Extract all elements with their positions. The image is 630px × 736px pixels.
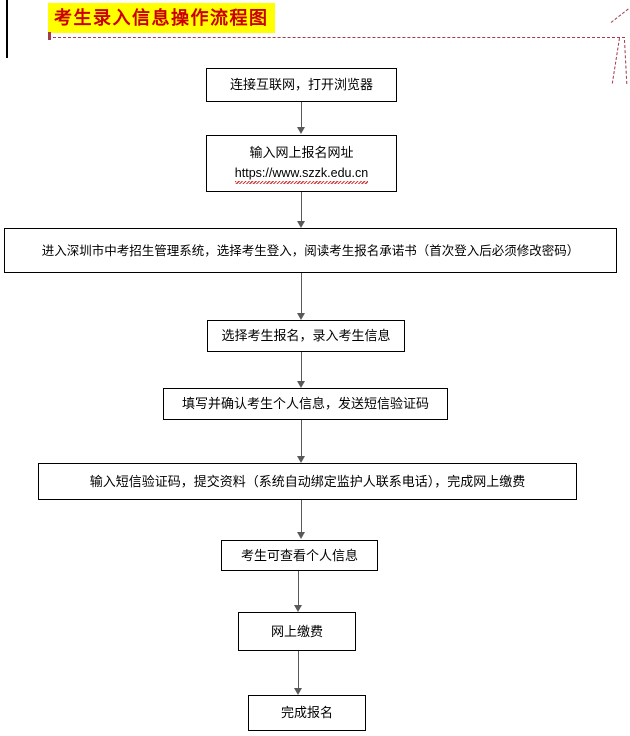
revision-dashed-vertical [611, 38, 620, 84]
flow-node-n9-label: 完成报名 [280, 705, 333, 720]
flow-edge-n4-n5-arrowhead [297, 381, 305, 388]
flow-node-n2-label: 输入网上报名网址 [249, 145, 354, 160]
flow-edge-n7-n8 [298, 571, 299, 606]
flow-edge-n6-n7 [301, 500, 302, 533]
left-margin-rule [6, 0, 8, 58]
revision-mark-icon [48, 32, 51, 40]
flow-node-n7[interactable]: 考生可查看个人信息 [221, 540, 378, 571]
flow-node-n2[interactable]: 输入网上报名网址 https://www.szzk.edu.cn [206, 135, 397, 192]
flow-node-n1-label: 连接互联网，打开浏览器 [229, 77, 373, 92]
flow-node-n3-label: 进入深圳市中考招生管理系统，选择考生登入，阅读考生报名承诺书（首次登入后必须修改… [41, 243, 580, 258]
flow-node-n8-label: 网上缴费 [270, 623, 323, 639]
flow-edge-n8-n9-arrowhead [294, 688, 302, 695]
flow-edge-n5-n6-arrowhead [297, 456, 305, 463]
flow-node-n2-url[interactable]: https://www.szzk.edu.cn [234, 163, 369, 184]
flow-node-n9[interactable]: 完成报名 [248, 695, 366, 731]
page-title: 考生录入信息操作流程图 [48, 3, 275, 33]
flow-node-n7-label: 考生可查看个人信息 [240, 547, 358, 563]
flow-edge-n6-n7-arrowhead [297, 532, 305, 539]
flow-edge-n3-n4 [301, 273, 302, 314]
flow-node-n4-label: 选择考生报名，录入考生信息 [221, 328, 391, 343]
flow-edge-n4-n5 [301, 352, 302, 382]
flow-node-n1[interactable]: 连接互联网，打开浏览器 [206, 68, 397, 102]
flow-edge-n5-n6 [301, 420, 302, 457]
flow-edge-n8-n9 [298, 651, 299, 689]
flow-edge-n2-n3-arrowhead [297, 221, 305, 228]
flow-node-n3[interactable]: 进入深圳市中考招生管理系统，选择考生登入，阅读考生报名承诺书（首次登入后必须修改… [4, 228, 617, 273]
flow-edge-n1-n2 [301, 102, 302, 128]
flow-node-n4[interactable]: 选择考生报名，录入考生信息 [207, 320, 405, 352]
revision-dashed-line [48, 37, 625, 38]
flow-edge-n1-n2-arrowhead [297, 127, 305, 134]
revision-dashed-diagonal [610, 8, 629, 23]
flow-edge-n7-n8-arrowhead [294, 605, 302, 612]
flow-node-n6[interactable]: 输入短信验证码，提交资料（系统自动绑定监护人联系电话），完成网上缴费 [38, 463, 577, 500]
flow-node-n5[interactable]: 填写并确认考生个人信息，发送短信验证码 [163, 388, 448, 420]
flow-node-n6-label: 输入短信验证码，提交资料（系统自动绑定监护人联系电话），完成网上缴费 [89, 473, 526, 489]
flow-edge-n2-n3 [301, 192, 302, 222]
flow-edge-n3-n4-arrowhead [297, 313, 305, 320]
revision-dashed-vertical-secondary [624, 39, 628, 84]
flow-node-n8[interactable]: 网上缴费 [238, 612, 356, 651]
flow-node-n5-label: 填写并确认考生个人信息，发送短信验证码 [181, 396, 429, 411]
